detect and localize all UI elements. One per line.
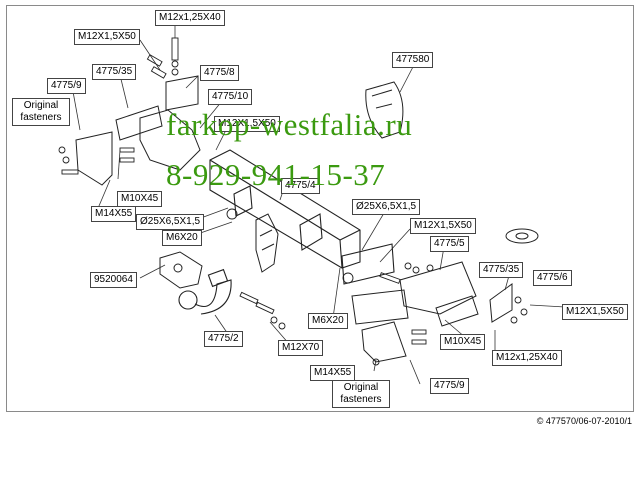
label-m14x55-bottom: M14X55 — [310, 365, 356, 381]
washers — [226, 208, 354, 284]
left-bracket-plates — [75, 75, 201, 186]
label-4775-10: 4775/10 — [208, 89, 253, 105]
bolts-lower — [239, 291, 286, 330]
label-m12x15-right: M12X1,5X50 — [410, 218, 476, 234]
right-bracket-plates — [351, 261, 513, 363]
label-m12x125-top: M12x1,25X40 — [155, 10, 225, 26]
label-m14x55-left: M14X55 — [91, 206, 137, 222]
label-m6x20-left: M6X20 — [162, 230, 202, 246]
label-4775-9-left: 4775/9 — [47, 78, 86, 94]
drawing-number: © 477570/06-07-2010/1 — [536, 416, 632, 426]
label-m10x45-left: M10X45 — [117, 191, 163, 207]
label-4775-5: 4775/5 — [430, 236, 469, 252]
label-477580: 477580 — [392, 52, 434, 68]
watermark-site: farkop-westfalia.ru — [166, 107, 413, 142]
label-original-fasteners-bottom: Original fasteners — [332, 380, 390, 408]
label-9520064: 9520064 — [90, 272, 137, 288]
center-bracket — [255, 213, 279, 273]
label-d25-right: Ø25X6,5X1,5 — [352, 199, 421, 215]
label-original-fasteners-left: Original fasteners — [12, 98, 70, 126]
tow-ball — [178, 268, 232, 315]
label-4775-6: 4775/6 — [533, 270, 572, 286]
label-d25-left: Ø25X6,5X1,5 — [136, 214, 205, 230]
label-m12x15-top: M12X1,5X50 — [74, 29, 140, 45]
round-plate — [505, 228, 539, 244]
label-4775-35-left: 4775/35 — [92, 64, 137, 80]
label-4775-9-bottom: 4775/9 — [430, 378, 469, 394]
label-m12x125-bottom: M12x1,25X40 — [492, 350, 562, 366]
label-m6x20-right: M6X20 — [308, 313, 348, 329]
bolts-right — [372, 262, 528, 366]
label-4775-4: 4775/4 — [281, 178, 320, 194]
label-4775-35-right: 4775/35 — [479, 262, 524, 278]
label-4775-2: 4775/2 — [204, 331, 243, 347]
label-4775-8: 4775/8 — [200, 65, 239, 81]
label-m12x70: M12X70 — [278, 340, 324, 356]
cover-477580 — [365, 81, 404, 139]
drawing-frame — [6, 5, 634, 412]
label-m12x15-far-right: M12X1,5X50 — [562, 304, 628, 320]
main-crossbar — [209, 149, 395, 285]
socket-part — [159, 251, 203, 289]
label-m12x15-mid: M12X1,5X50 — [214, 116, 280, 132]
label-m10x45-right: M10X45 — [440, 334, 486, 350]
bolts-top — [58, 37, 179, 175]
watermark-phone: 8-929-941-15-37 — [166, 157, 386, 192]
